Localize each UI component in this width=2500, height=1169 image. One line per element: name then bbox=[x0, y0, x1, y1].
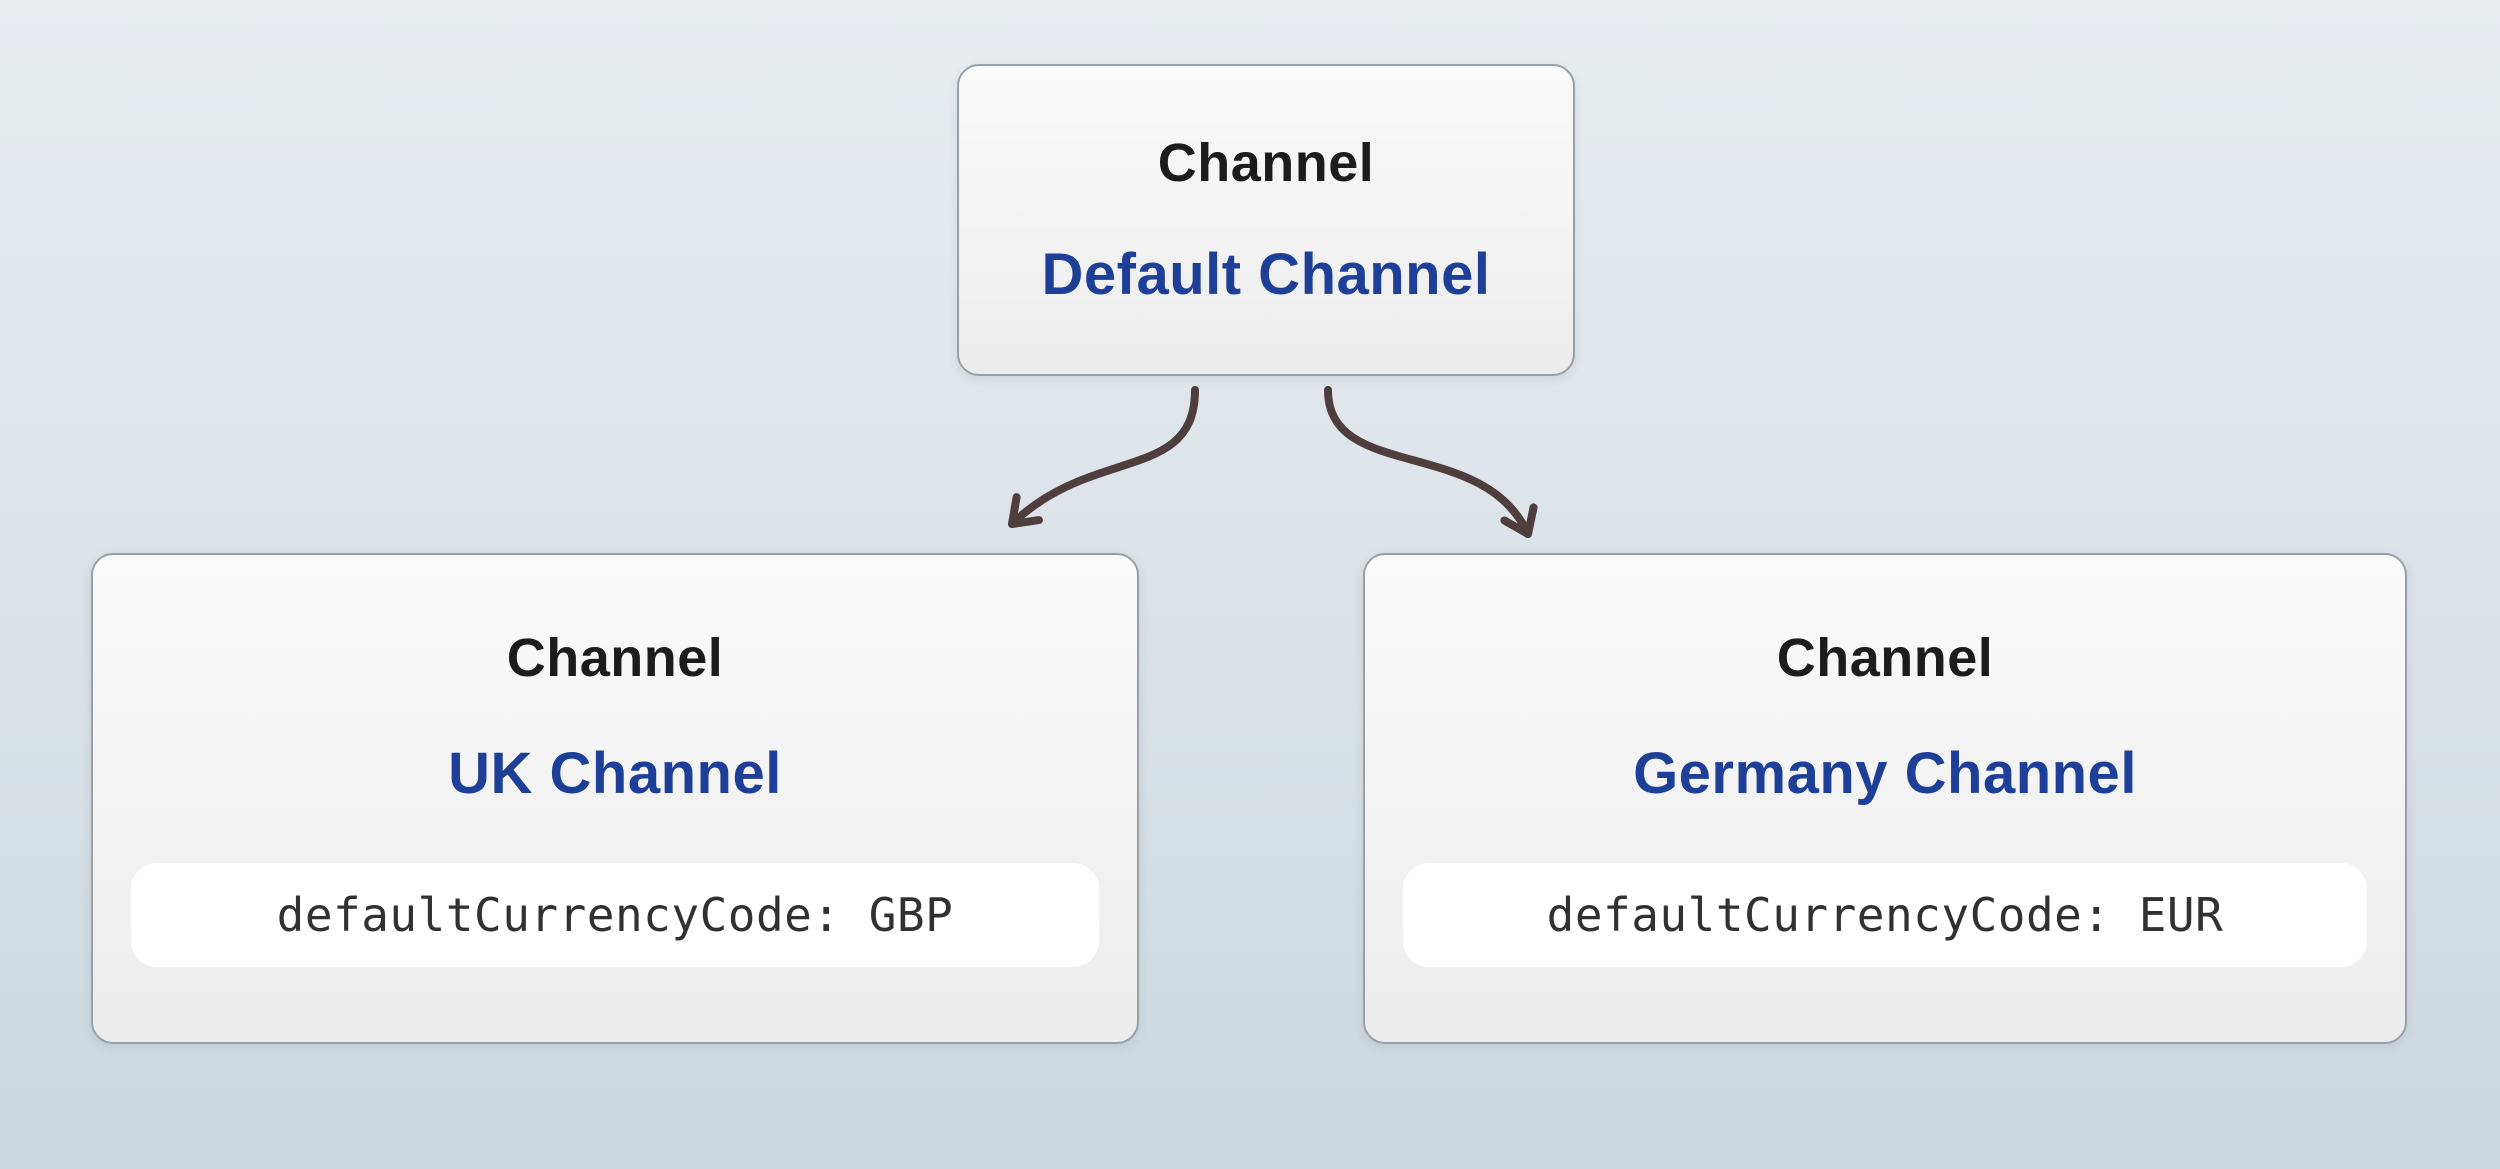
node-germany-channel: Channel Germany Channel defaultCurrencyC… bbox=[1363, 553, 2407, 1044]
attribute-pill: defaultCurrencyCode: GBP bbox=[131, 862, 1099, 967]
node-default-channel: Channel Default Channel bbox=[957, 64, 1575, 376]
arrow-to-uk-channel bbox=[1008, 386, 1199, 528]
attribute-text: defaultCurrencyCode: EUR bbox=[1546, 887, 2224, 942]
node-type-label: Channel bbox=[1776, 627, 1994, 688]
node-uk-channel: Channel UK Channel defaultCurrencyCode: … bbox=[91, 553, 1139, 1044]
node-name-label: Default Channel bbox=[1041, 242, 1491, 307]
node-type-label: Channel bbox=[1157, 133, 1375, 193]
attribute-pill: defaultCurrencyCode: EUR bbox=[1403, 862, 2367, 967]
attribute-text: defaultCurrencyCode: GBP bbox=[276, 887, 954, 942]
node-name-label: UK Channel bbox=[448, 740, 782, 806]
arrow-to-germany-channel bbox=[1324, 386, 1538, 538]
node-name-label: Germany Channel bbox=[1633, 740, 2137, 806]
node-type-label: Channel bbox=[506, 627, 724, 688]
